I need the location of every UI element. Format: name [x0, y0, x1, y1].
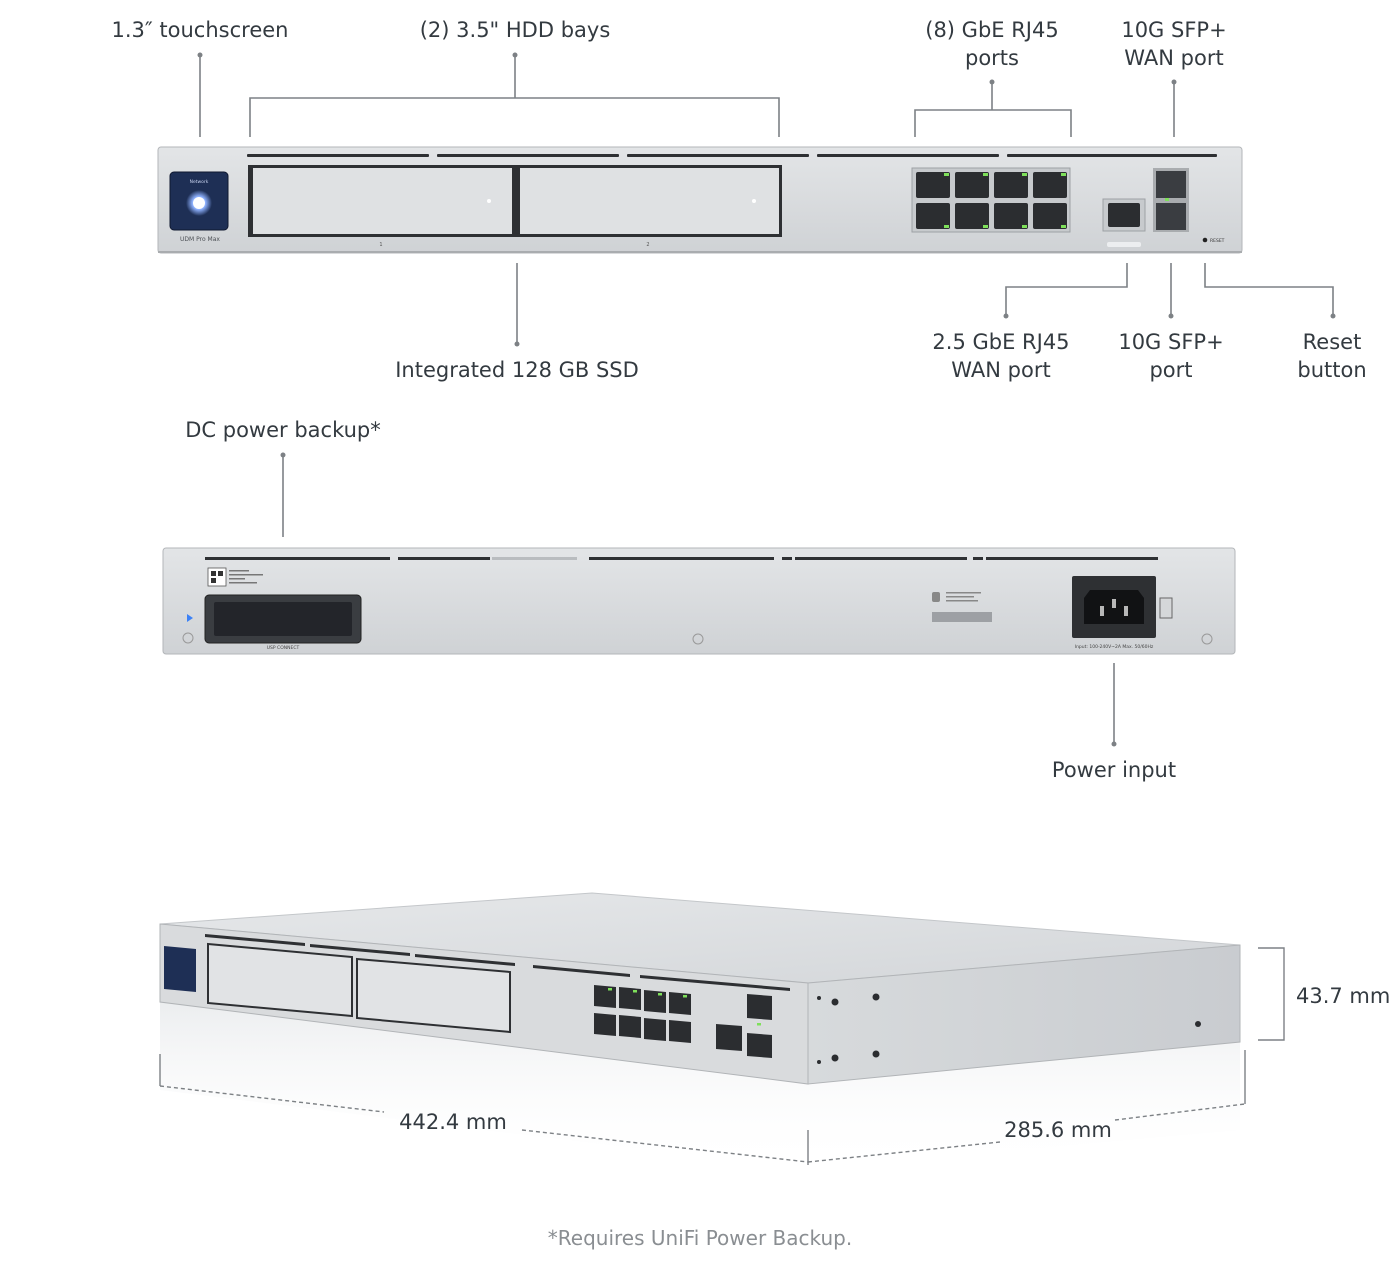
rj45-wan-callout-line2: WAN port [951, 358, 1051, 382]
reset-callout-line2: button [1297, 358, 1367, 382]
model-label: UDM Pro Max [180, 236, 220, 243]
hdd-bay-2[interactable] [514, 165, 782, 237]
rj45-wan-callout: 2.5 GbE RJ45 WAN port [911, 328, 1091, 384]
height-dimension: 43.7 mm [1296, 984, 1391, 1008]
gbe-ports-callout-line1: (8) GbE RJ45 [925, 18, 1059, 42]
back-view: USP CONNECT Input: 100-240V~2A Max. 50/6… [162, 452, 1236, 747]
perspective-view [159, 892, 1285, 1170]
chassis-side-3d [807, 944, 1241, 1085]
gbe-ports-callout-line2: ports [965, 46, 1019, 70]
reset-callout: Reset button [1272, 328, 1392, 384]
hdd-bays-callout: (2) 3.5" HDD bays [419, 18, 611, 42]
input-rating-label: Input: 100-240V~2A Max. 50/60Hz [1075, 644, 1154, 650]
gbe-ports-callout: (8) GbE RJ45 ports [892, 16, 1092, 72]
bay-2-number: 2 [646, 242, 649, 248]
sfp-port-callout-line2: port [1149, 358, 1193, 382]
screen-title: Network [190, 179, 209, 185]
width-dimension: 442.4 mm [399, 1110, 507, 1134]
gbe-rj45-ports[interactable] [911, 167, 1071, 233]
reset-callout-line1: Reset [1302, 330, 1362, 354]
sfp-port-callout-line1: 10G SFP+ [1118, 330, 1224, 354]
touchscreen[interactable] [169, 171, 229, 231]
back-leader-lines [282, 455, 1115, 744]
depth-dimension: 285.6 mm [1004, 1118, 1112, 1142]
bay-1-number: 1 [379, 242, 382, 248]
sfp-wan-callout-line1: 10G SFP+ [1121, 18, 1227, 42]
rj45-ports-3d [594, 985, 772, 1058]
sfp-wan-callout-line2: WAN port [1124, 46, 1224, 70]
power-input-connector[interactable] [1072, 576, 1156, 638]
sfp-port-callout: 10G SFP+ port [1101, 328, 1241, 384]
sfp-ports[interactable] [1153, 168, 1189, 232]
front-leader-dots [197, 52, 1336, 347]
ssd-callout: Integrated 128 GB SSD [395, 358, 639, 382]
footnote: *Requires UniFi Power Backup. [547, 1226, 853, 1250]
sfp-wan-callout: 10G SFP+ WAN port [1094, 16, 1254, 72]
dc-power-callout: DC power backup* [185, 418, 381, 442]
rj45-wan-port[interactable] [1102, 198, 1146, 247]
back-chassis [162, 547, 1236, 655]
hdd-bay-1[interactable] [248, 165, 516, 237]
usp-connect-label: USP CONNECT [267, 645, 300, 651]
power-input-callout: Power input [1051, 758, 1177, 782]
rj45-wan-callout-line1: 2.5 GbE RJ45 [932, 330, 1070, 354]
front-leader-lines [199, 55, 1334, 344]
touchscreen-callout: 1.3″ touchscreen [111, 18, 289, 42]
reset-label: RESET [1210, 238, 1225, 244]
reset-button[interactable] [1202, 237, 1208, 243]
front-view: Network UDM Pro Max 1 2 [157, 52, 1336, 347]
dimension-lines [159, 947, 1285, 1165]
dc-power-connector[interactable] [204, 594, 362, 644]
